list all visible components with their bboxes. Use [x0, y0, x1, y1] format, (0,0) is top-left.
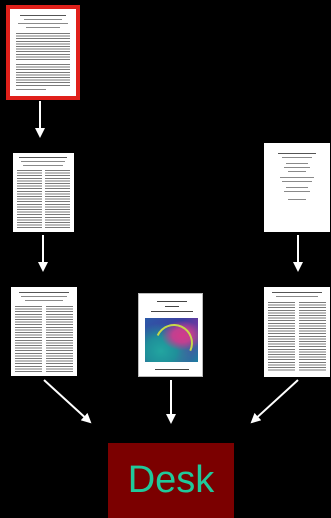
- book-cover-art: [145, 318, 198, 362]
- paper-left-2-thumbnail[interactable]: [13, 153, 74, 232]
- paper-selected-thumbnail[interactable]: [6, 5, 80, 100]
- desk-label: Desk: [127, 459, 215, 501]
- paper-left-3-thumbnail[interactable]: [11, 287, 77, 376]
- desk-box[interactable]: Desk: [108, 443, 234, 518]
- paper-right-2-thumbnail[interactable]: [264, 287, 330, 377]
- paper-right-1-thumbnail[interactable]: [264, 143, 330, 232]
- book-cover-thumbnail[interactable]: [138, 293, 203, 377]
- arrow-right-2-to-desk: [250, 379, 299, 424]
- arrow-left-3-to-desk: [43, 379, 92, 424]
